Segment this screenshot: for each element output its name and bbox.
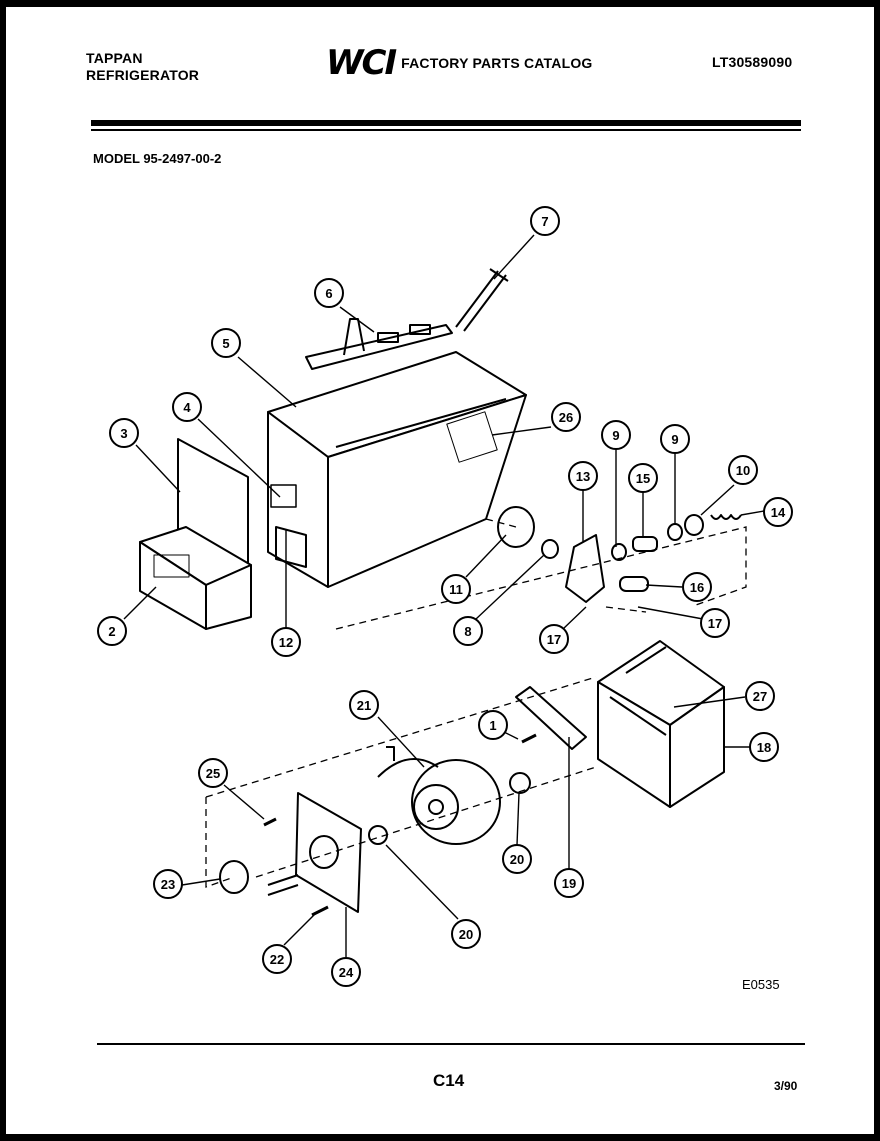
callout-19: 19	[554, 868, 584, 898]
callout-label: 19	[562, 876, 576, 891]
callout-1: 1	[478, 710, 508, 740]
header-rule-thin	[91, 129, 801, 131]
callout-5: 5	[211, 328, 241, 358]
callout-label: 2	[108, 624, 115, 639]
callout-label: 23	[161, 877, 175, 892]
callout-label: 7	[541, 214, 548, 229]
header-rule-thick	[91, 120, 801, 126]
page-number: C14	[433, 1071, 465, 1090]
callout-6: 6	[314, 278, 344, 308]
cam-drawing	[565, 534, 605, 603]
spring-assembly-drawing	[611, 514, 742, 561]
callout-2: 2	[97, 616, 127, 646]
footer-rule	[97, 1043, 805, 1045]
callout-label: 18	[757, 740, 771, 755]
callout-26: 26	[551, 402, 581, 432]
ejector-rod-drawing	[455, 268, 509, 332]
callout-label: 12	[279, 635, 293, 650]
callout-label: 22	[270, 952, 284, 967]
callout-17a: 17	[539, 624, 569, 654]
callout-20b: 20	[451, 919, 481, 949]
screw-drawing-3	[521, 733, 537, 744]
brand-block: TAPPAN REFRIGERATOR	[86, 50, 199, 84]
callout-label: 21	[357, 698, 371, 713]
front-panel-drawing	[139, 438, 252, 630]
callout-12: 12	[271, 627, 301, 657]
cover-plate-drawing	[515, 686, 587, 750]
callout-14: 14	[763, 497, 793, 527]
callout-7: 7	[530, 206, 560, 236]
callout-3: 3	[109, 418, 139, 448]
callout-label: 26	[559, 410, 573, 425]
callout-label: 9	[671, 432, 678, 447]
diagram-svg: 7 6 5 4 3 26 9 9 13 15 10 14 16 17 17 11…	[97, 206, 793, 987]
wci-logo: WCI	[326, 43, 397, 83]
callout-label: 1	[489, 718, 496, 733]
callout-label: 10	[736, 463, 750, 478]
callout-label: 24	[339, 965, 354, 980]
motor-housing-drawing	[597, 640, 725, 808]
callout-9b: 9	[660, 424, 690, 454]
bin-slide-drawing	[305, 318, 453, 370]
callout-4: 4	[172, 392, 202, 422]
knob-drawing	[219, 860, 249, 894]
callout-label: 15	[636, 471, 650, 486]
ice-bin-drawing	[267, 351, 527, 588]
callout-label: 20	[459, 927, 473, 942]
callout-25: 25	[198, 758, 228, 788]
drive-coupling-drawing	[497, 506, 559, 559]
callout-15: 15	[628, 463, 658, 493]
callout-label: 8	[464, 624, 471, 639]
model-number: MODEL 95-2497-00-2	[93, 151, 222, 166]
brand-line-1: TAPPAN	[86, 50, 143, 66]
callout-18: 18	[749, 732, 779, 762]
callout-label: 16	[690, 580, 704, 595]
lever-drawing	[619, 576, 649, 592]
leader-lines	[123, 234, 765, 957]
assembly-guides	[205, 518, 747, 888]
brand-line-2: REFRIGERATOR	[86, 67, 200, 83]
callout-10: 10	[728, 455, 758, 485]
callout-9a: 9	[601, 420, 631, 450]
callout-label: 17	[708, 616, 722, 631]
callout-13: 13	[568, 461, 598, 491]
screw-drawing	[263, 817, 277, 827]
diagram-code: E0535	[742, 977, 780, 992]
callout-23: 23	[153, 869, 183, 899]
callout-label: 11	[449, 582, 463, 597]
catalog-title: FACTORY PARTS CATALOG	[401, 55, 593, 71]
catalog-heading: WCI FACTORY PARTS CATALOG	[326, 43, 593, 83]
screw-drawing-2	[311, 905, 329, 917]
motor-drawing	[377, 746, 501, 845]
print-date: 3/90	[774, 1079, 798, 1093]
callout-20a: 20	[502, 844, 532, 874]
callout-22: 22	[262, 944, 292, 974]
callout-16: 16	[682, 572, 712, 602]
gear-drawing	[509, 772, 531, 794]
callout-label: 9	[612, 428, 619, 443]
callout-8: 8	[453, 616, 483, 646]
callout-label: 14	[771, 505, 786, 520]
bracket-drawing	[275, 526, 307, 568]
callout-label: 3	[120, 426, 127, 441]
callout-label: 20	[510, 852, 524, 867]
callouts: 7 6 5 4 3 26 9 9 13 15 10 14 16 17 17 11…	[97, 206, 793, 987]
callout-label: 13	[576, 469, 590, 484]
callout-label: 6	[325, 286, 332, 301]
callout-27: 27	[745, 681, 775, 711]
callout-label: 17	[547, 632, 561, 647]
callout-11: 11	[441, 574, 471, 604]
callout-21: 21	[349, 690, 379, 720]
part-drawings	[139, 268, 742, 917]
document-number: LT30589090	[712, 54, 793, 70]
callout-24: 24	[331, 957, 361, 987]
exploded-parts-diagram: 7 6 5 4 3 26 9 9 13 15 10 14 16 17 17 11…	[6, 7, 874, 1007]
callout-label: 4	[183, 400, 191, 415]
catalog-page: TAPPAN REFRIGERATOR WCI FACTORY PARTS CA…	[6, 7, 874, 1134]
mounting-plate-drawing	[267, 792, 362, 913]
callout-label: 27	[753, 689, 767, 704]
callout-label: 5	[222, 336, 229, 351]
callout-label: 25	[206, 766, 220, 781]
callout-17b: 17	[700, 608, 730, 638]
